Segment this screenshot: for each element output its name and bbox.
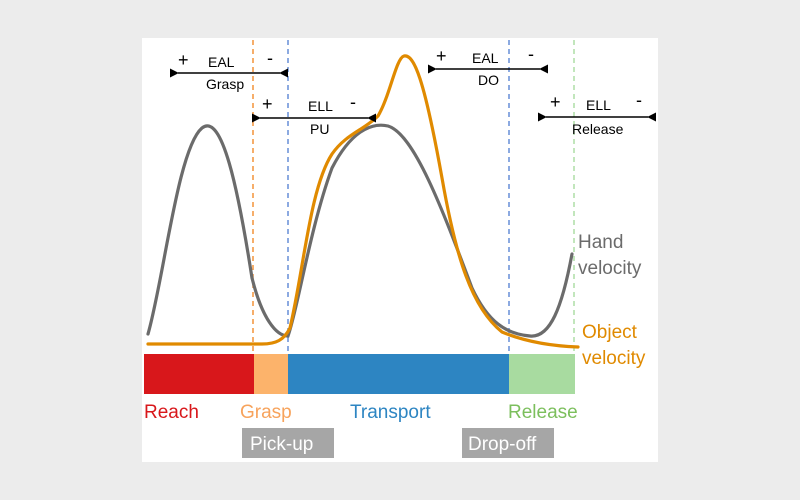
- annotation-plus: +: [436, 46, 447, 66]
- annotation-minus: -: [528, 44, 534, 64]
- annotation-bottom-label: Release: [572, 121, 624, 137]
- phase-label-release: Release: [508, 402, 578, 423]
- annotation-bottom-label: DO: [478, 72, 499, 88]
- movement-phase-figure: Hand velocity Object velocity + - EAL Gr…: [142, 38, 658, 462]
- annotation-top-label: ELL: [586, 97, 611, 113]
- annotation-top-label: ELL: [308, 98, 333, 114]
- pickup-tag-label: Pick-up: [250, 434, 313, 455]
- pickup-tag-background: [242, 428, 334, 458]
- phase-label-grasp: Grasp: [240, 402, 292, 423]
- reach-bar: [144, 354, 254, 394]
- annotation-top-label: EAL: [208, 54, 235, 70]
- velocity-phase-diagram: Hand velocity Object velocity + - EAL Gr…: [144, 40, 657, 458]
- annotation-plus: +: [550, 92, 561, 112]
- transport-bar: [288, 354, 509, 394]
- release-bar: [509, 354, 575, 394]
- dropoff-tag-label: Drop-off: [468, 434, 537, 455]
- object-velocity-label-line2: velocity: [582, 348, 646, 369]
- annotation-bottom-label: Grasp: [206, 76, 244, 92]
- phase-label-transport: Transport: [350, 402, 431, 423]
- annotation-top-label: EAL: [472, 50, 499, 66]
- annotation-eal-do: + - EAL DO: [427, 44, 549, 88]
- annotation-ell-release: + - ELL Release: [537, 90, 657, 137]
- annotation-minus: -: [350, 92, 356, 112]
- annotation-eal-grasp: + - EAL Grasp: [169, 48, 289, 92]
- object-velocity-curve: [146, 54, 580, 349]
- annotation-minus: -: [636, 90, 642, 110]
- annotation-bottom-label: PU: [310, 121, 329, 137]
- annotation-ell-pu: + - ELL PU: [251, 92, 377, 137]
- hand-velocity-curve: [146, 123, 574, 338]
- grasp-bar: [254, 354, 288, 394]
- annotation-plus: +: [262, 94, 273, 114]
- hand-velocity-label-line2: velocity: [578, 258, 642, 279]
- hand-velocity-label-line1: Hand: [578, 232, 623, 253]
- object-velocity-label-line1: Object: [582, 322, 638, 343]
- annotation-plus: +: [178, 50, 189, 70]
- annotation-minus: -: [267, 48, 273, 68]
- dropoff-tag-background: [462, 428, 554, 458]
- phase-label-reach: Reach: [144, 402, 199, 423]
